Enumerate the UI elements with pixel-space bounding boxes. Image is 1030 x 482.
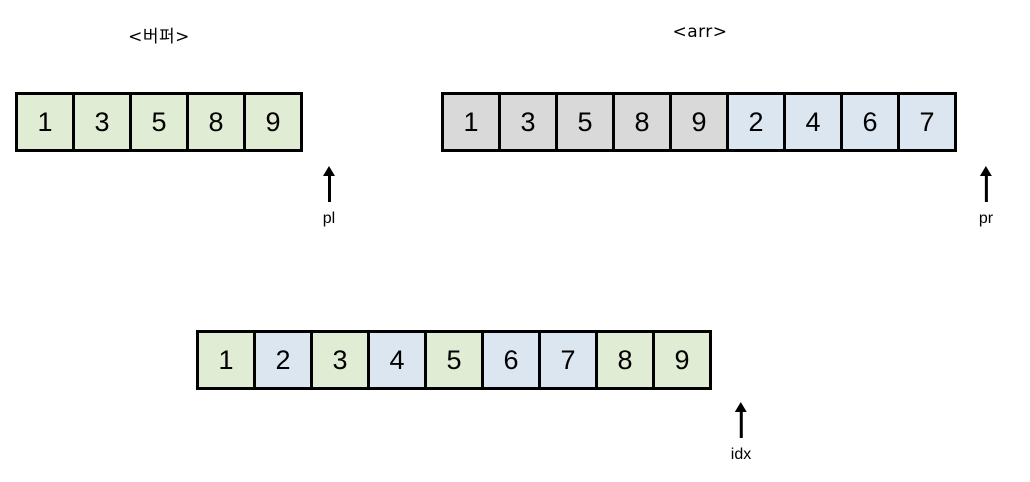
array-cell: 8 [598,333,655,387]
array-cell: 8 [189,95,246,149]
array-cell: 3 [313,333,370,387]
array-cell: 6 [843,95,900,149]
array-title-arr: <arr> [672,22,728,42]
pointer-label-pl: pl [322,210,336,227]
pointer-label-pr: pr [978,210,994,227]
up-arrow-icon [322,166,336,202]
pointer-pl: pl [322,166,336,227]
array-cell: 9 [246,95,300,149]
array-box-arr: 1 3 5 8 9 2 4 6 7 [441,92,957,152]
array-cell: 7 [541,333,598,387]
array-cell: 4 [370,333,427,387]
array-box-result: 1 2 3 4 5 6 7 8 9 [196,330,712,390]
array-title-buffer: <버퍼> [128,27,190,47]
array-cell: 1 [199,333,256,387]
array-cell: 5 [558,95,615,149]
array-cell: 9 [672,95,729,149]
pointer-idx: idx [731,402,751,463]
array-box-buffer: 1 3 5 8 9 [15,92,303,152]
pointer-pr: pr [979,166,993,227]
array-cell: 7 [900,95,954,149]
array-cell: 3 [501,95,558,149]
up-arrow-icon [734,402,748,438]
array-cell: 9 [655,333,709,387]
array-cell: 5 [132,95,189,149]
array-cell: 1 [444,95,501,149]
array-cell: 6 [484,333,541,387]
array-cell: 2 [256,333,313,387]
array-cell: 2 [729,95,786,149]
array-cell: 1 [18,95,75,149]
array-cell: 8 [615,95,672,149]
array-cell: 5 [427,333,484,387]
array-cell: 4 [786,95,843,149]
up-arrow-icon [979,166,993,202]
array-cell: 3 [75,95,132,149]
pointer-label-idx: idx [730,446,752,463]
